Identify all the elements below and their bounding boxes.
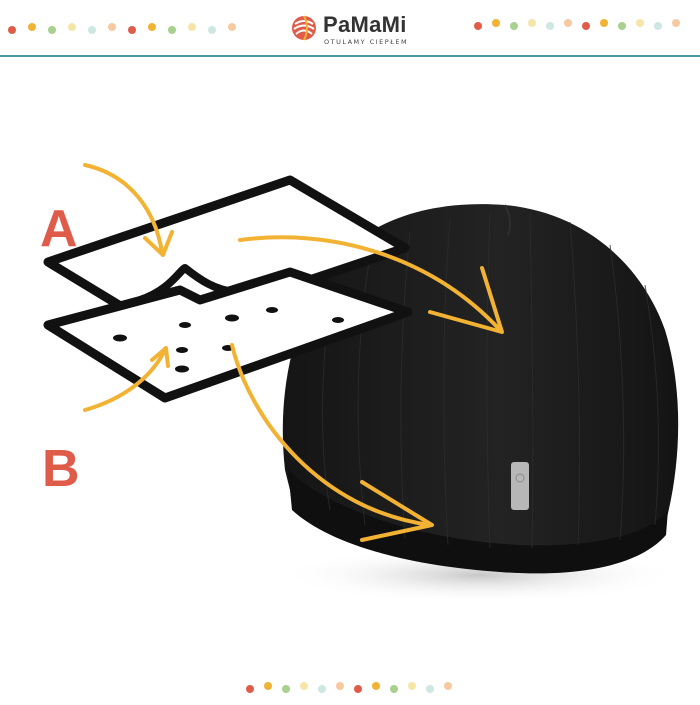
decorative-dot bbox=[564, 19, 572, 27]
decorative-dot bbox=[528, 19, 536, 27]
decorative-dot bbox=[128, 26, 136, 34]
decorative-dot bbox=[390, 685, 398, 693]
decorative-dot bbox=[600, 19, 608, 27]
brand-tagline: OTULAMY CIEPŁEM bbox=[324, 38, 409, 46]
header-bar: PaMaMi OTULAMY CIEPŁEM bbox=[0, 0, 700, 57]
decorative-dot bbox=[546, 22, 554, 30]
decorative-dot bbox=[68, 23, 76, 31]
decorative-dot bbox=[264, 682, 272, 690]
decorative-dot bbox=[372, 682, 380, 690]
decorative-dot bbox=[654, 22, 662, 30]
decorative-dot bbox=[188, 23, 196, 31]
decorative-dot bbox=[444, 682, 452, 690]
decorative-dot bbox=[228, 23, 236, 31]
brand-name: PaMaMi bbox=[323, 12, 407, 37]
decorative-dot bbox=[474, 22, 482, 30]
decorative-dot bbox=[246, 685, 254, 693]
product-scene: A B bbox=[0, 58, 700, 705]
decorative-dot bbox=[426, 685, 434, 693]
brand-logo[interactable]: PaMaMi OTULAMY CIEPŁEM bbox=[290, 12, 420, 48]
decorative-dot bbox=[148, 23, 156, 31]
decorative-dot bbox=[208, 26, 216, 34]
decorative-dot bbox=[282, 685, 290, 693]
decorative-dot bbox=[354, 685, 362, 693]
decorative-dot bbox=[618, 22, 626, 30]
decorative-dot bbox=[168, 26, 176, 34]
header-divider bbox=[0, 55, 700, 57]
decorative-dot bbox=[636, 19, 644, 27]
decorative-dot bbox=[48, 26, 56, 34]
curved-arrow-icon bbox=[83, 163, 504, 542]
product-illustration bbox=[43, 163, 680, 603]
decorative-dot bbox=[582, 22, 590, 30]
decorative-dot bbox=[336, 682, 344, 690]
decorative-dot bbox=[408, 682, 416, 690]
yarn-ball-icon bbox=[292, 15, 316, 41]
decorative-dot bbox=[88, 26, 96, 34]
decorative-dot bbox=[672, 19, 680, 27]
layer-label-b: B bbox=[42, 440, 80, 498]
decorative-dot bbox=[8, 26, 16, 34]
decorative-dot bbox=[318, 685, 326, 693]
decorative-dot bbox=[108, 23, 116, 31]
decorative-dot bbox=[300, 682, 308, 690]
decorative-dot bbox=[510, 22, 518, 30]
layer-label-a: A bbox=[40, 200, 78, 258]
perforated-fabric-layer-icon bbox=[43, 267, 413, 403]
reflective-tag bbox=[511, 462, 529, 510]
decorative-dot bbox=[28, 23, 36, 31]
black-beanie-hat[interactable] bbox=[282, 204, 679, 574]
decorative-dot bbox=[492, 19, 500, 27]
